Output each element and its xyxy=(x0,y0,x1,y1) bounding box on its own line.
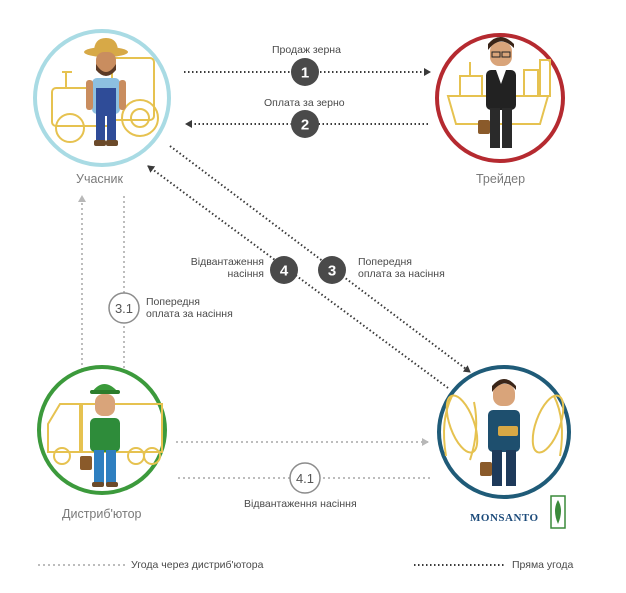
step-number-4: 4 xyxy=(280,263,289,280)
step-label-3-1-line2: оплата за насіння xyxy=(146,308,233,320)
corn-icon xyxy=(443,394,565,461)
legend-direct-label: Пряма угода xyxy=(512,559,574,571)
step-label-2: Оплата за зерно xyxy=(264,97,345,109)
step-badge-2: 2 xyxy=(291,110,319,138)
truck-icon xyxy=(47,403,163,465)
step-number-3-1: 3.1 xyxy=(115,301,133,316)
farmer-figure-icon xyxy=(84,38,128,146)
step-label-3: Попередня оплата за насіння xyxy=(358,256,445,280)
trader-figure-icon xyxy=(478,37,516,148)
step-badge-1: 1 xyxy=(291,58,319,86)
participant-label: Учасник xyxy=(76,172,124,186)
monsanto-figure-icon xyxy=(480,379,520,486)
trader-label: Трейдер xyxy=(476,172,526,186)
monsanto-brand-label: MONSANTO xyxy=(470,512,539,524)
distributor-label: Дистриб'ютор xyxy=(62,507,142,521)
step-label-3-1-line1: Попередня xyxy=(146,296,200,308)
step-label-4-1: Відвантаження насіння xyxy=(244,498,357,510)
tractor-icon xyxy=(51,57,159,143)
monsanto-logo-icon xyxy=(550,495,566,529)
distributor-figure-icon xyxy=(80,384,120,487)
monsanto-node xyxy=(437,365,571,499)
step-label-1: Продаж зерна xyxy=(272,44,341,56)
step-label-4: Відвантаження насіння xyxy=(180,256,264,280)
step-label-3-1: Попередня оплата за насіння xyxy=(146,296,233,320)
distributor-node xyxy=(37,365,167,495)
participant-node xyxy=(33,29,171,167)
step-label-3-line1: Попередня xyxy=(358,256,412,268)
step-label-4-line2: насіння xyxy=(227,268,264,280)
step-number-4-1: 4.1 xyxy=(296,471,314,486)
step-number-3: 3 xyxy=(328,263,336,280)
step-label-3-line2: оплата за насіння xyxy=(358,268,445,280)
step-badge-3-1: 3.1 xyxy=(108,292,140,324)
flow-arrow-seed-prepayment xyxy=(169,145,471,373)
trader-node xyxy=(435,33,565,163)
step-badge-4-1: 4.1 xyxy=(289,462,321,494)
step-badge-4: 4 xyxy=(270,256,298,284)
legend-distributor-label: Угода через дистриб'ютора xyxy=(131,559,264,571)
step-badge-3: 3 xyxy=(318,256,346,284)
step-number-2: 2 xyxy=(301,117,309,134)
step-number-1: 1 xyxy=(301,65,309,82)
step-label-4-line1: Відвантаження xyxy=(190,256,264,268)
